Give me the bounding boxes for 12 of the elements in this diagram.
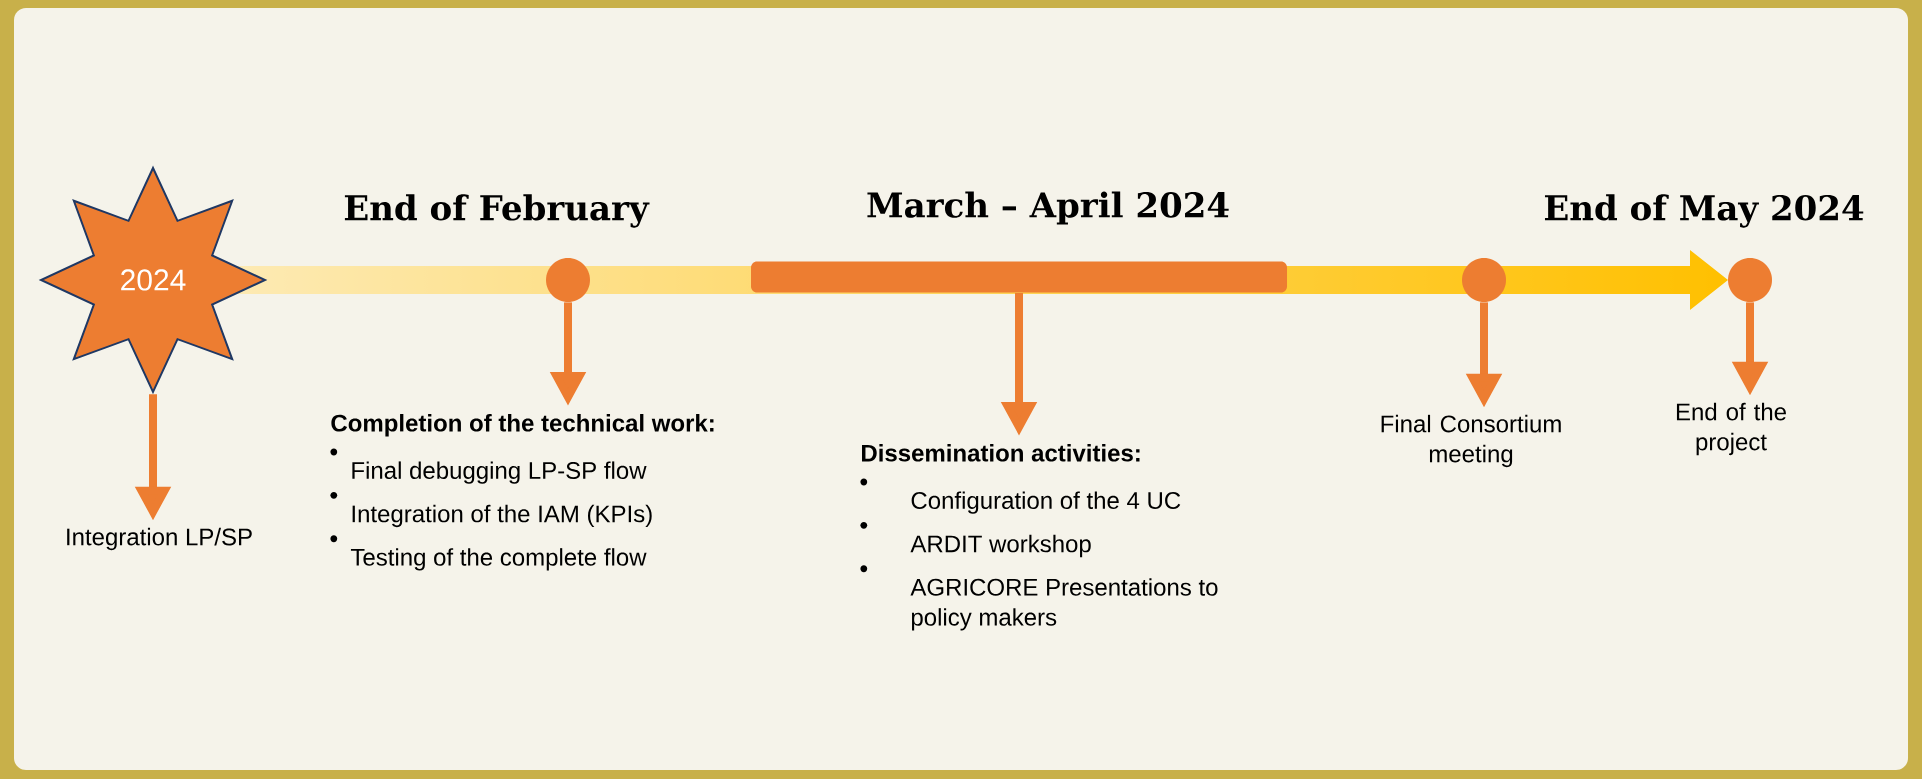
milestone-text: Completion of the technical work: Final debugging LP-SP flow Integration of the IAM (KPIs) Testing of the complete flow <box>330 414 714 571</box>
date-heading: End of February <box>344 194 650 228</box>
period-bar <box>751 261 1287 293</box>
date-heading: March – April 2024 <box>867 191 1229 225</box>
milestone-dot <box>1462 258 1506 302</box>
milestone-text: Dissemination activities: Configuration of the 4 UC ARDIT workshop AGRICORE Presentations to policy makers <box>860 444 1218 631</box>
milestone-dot <box>1728 258 1772 302</box>
milestone-text: Integration LP/SP <box>67 527 252 551</box>
date-heading: End of May 2024 <box>1545 194 1864 228</box>
milestone-text: Final Consortium meeting <box>1381 414 1561 468</box>
milestone-text: End of the project <box>1676 402 1786 456</box>
milestone-dot <box>546 258 590 302</box>
